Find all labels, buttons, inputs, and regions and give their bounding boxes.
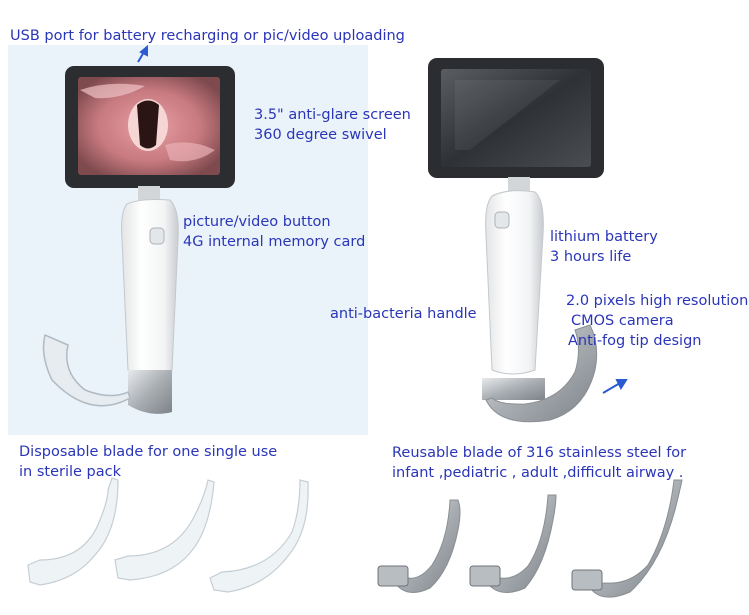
button-label-line1: picture/video button	[183, 214, 331, 230]
right-handle	[485, 190, 544, 375]
handle-label: anti-bacteria handle	[330, 306, 477, 322]
left-handle	[121, 199, 179, 375]
disposable-blade-2	[114, 479, 215, 581]
right-steel-blade	[485, 324, 598, 423]
right-picture-button	[494, 211, 510, 229]
reusable-label-line2: infant ,pediatric , adult ,difficult air…	[392, 465, 684, 481]
steel-blade-2	[469, 494, 557, 593]
camera-label-line2: CMOS camera	[571, 313, 674, 329]
reusable-label-line1: Reusable blade of 316 stainless steel fo…	[392, 445, 687, 461]
screen-label-line2: 360 degree swivel	[254, 127, 387, 143]
disposable-label-line2: in sterile pack	[19, 464, 121, 480]
vocal-cords-opening	[137, 100, 159, 149]
camera-label-line3: Anti-fog tip design	[568, 333, 702, 349]
pointer-arrows	[137, 44, 628, 394]
button-label-line2: 4G internal memory card	[183, 234, 366, 250]
steel-blades-row	[377, 479, 683, 598]
steel-blade-1	[377, 499, 461, 593]
steel-blade-3	[571, 479, 683, 598]
left-picture-button	[149, 227, 165, 245]
disposable-blade-1	[27, 477, 119, 586]
left-disposable-blade	[42, 333, 131, 407]
camera-label-line1: 2.0 pixels high resolution	[566, 293, 749, 309]
usb-port-label: USB port for battery recharging or pic/v…	[10, 28, 405, 44]
battery-label-line2: 3 hours life	[550, 249, 632, 265]
disposable-blades-row	[27, 477, 309, 593]
right-monitor-screen	[441, 69, 591, 167]
right-blade-mount	[482, 378, 545, 400]
right-device	[428, 58, 604, 423]
battery-label-line1: lithium battery	[550, 229, 658, 245]
disposable-blade-3	[209, 479, 309, 593]
left-blade-mount	[128, 370, 172, 414]
screen-label-line1: 3.5" anti-glare screen	[254, 107, 411, 123]
disposable-label-line1: Disposable blade for one single use	[19, 444, 278, 460]
left-device	[42, 66, 235, 414]
